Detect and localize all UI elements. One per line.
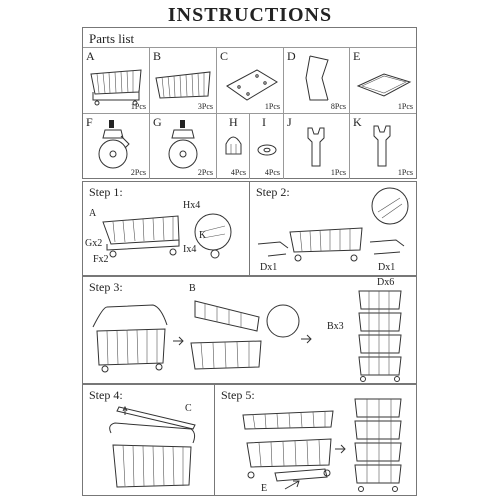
part-letter: F [86, 115, 93, 129]
part-quantity: 2Pcs [197, 168, 213, 177]
callout-washers: Ix4 [183, 244, 197, 255]
callout-connectors: Dx6 [377, 277, 395, 288]
part-quantity: 1Pcs [264, 102, 280, 111]
part-e: E 1Pcs [350, 48, 416, 114]
part-quantity: 1Pcs [397, 168, 413, 177]
caster-wheel-icon [168, 120, 198, 169]
part-letter: C [220, 49, 229, 63]
part-letter: G [153, 115, 162, 129]
callout-top-panel: C [185, 403, 192, 414]
callout-locking-wheels: Fx2 [93, 254, 109, 265]
part-letter: B [153, 49, 162, 63]
callout-baskets: Bx3 [327, 321, 344, 332]
part-letter: E [353, 49, 361, 63]
callout-cap-nuts: Hx4 [183, 200, 201, 211]
step-1-panel: Step 1: A Hx4 Gx2 Fx2 Ix4 K [82, 181, 250, 276]
part-j: J 1Pcs [284, 114, 350, 179]
step-4-panel: Step 4: C [82, 384, 215, 496]
step-2-label: Step 2: [256, 185, 290, 199]
step-3-panel: Step 3: B Dx6 Bx3 [82, 276, 417, 384]
callout-connector-right: Dx1 [378, 262, 396, 273]
top-panel-icon [226, 69, 278, 101]
callout-wrench: K [199, 230, 207, 241]
part-quantity: 1Pcs [397, 102, 413, 111]
part-letter: K [353, 115, 362, 129]
part-letter: D [287, 49, 296, 63]
part-quantity: 3Pcs [197, 102, 213, 111]
part-h: H 4Pcs [217, 114, 250, 179]
part-quantity: 2Pcs [130, 168, 146, 177]
part-f: F 2Pcs [83, 114, 150, 179]
washer-icon [257, 144, 277, 156]
wire-basket-icon [155, 71, 211, 99]
step-1-label: Step 1: [89, 185, 123, 199]
part-quantity: 4Pcs [230, 168, 246, 177]
side-connector-icon [305, 55, 329, 101]
step-5-panel: Step 5: E [214, 384, 417, 496]
wrench-icon [373, 125, 391, 167]
wire-basket-with-frame-icon [90, 69, 142, 106]
part-letter: J [287, 115, 292, 129]
part-d: D 8Pcs [284, 48, 350, 114]
step-2-panel: Step 2: Dx1 Dx1 [249, 181, 417, 276]
part-i: I 4Pcs [250, 114, 284, 179]
locking-caster-wheel-icon [98, 120, 130, 169]
callout-connector-left: Dx1 [260, 262, 278, 273]
step-1-illustration [102, 213, 232, 259]
parts-list-panel: Parts list A 1Pcs B 3Pcs C 1Pcs D 8Pcs [82, 27, 417, 179]
part-a: A 1Pcs [83, 48, 150, 114]
step-3-illustration [92, 290, 402, 382]
step-4-illustration [109, 405, 196, 488]
part-c: C 1Pcs [217, 48, 284, 114]
callout-tray: E [261, 483, 268, 494]
step-5-label: Step 5: [221, 388, 255, 402]
callout-caster-wheels: Gx2 [85, 238, 103, 249]
wrench-icon [307, 127, 325, 167]
parts-list-heading: Parts list [89, 31, 135, 46]
part-quantity: 8Pcs [330, 102, 346, 111]
step-4-label: Step 4: [89, 388, 123, 402]
part-quantity: 1Pcs [130, 102, 146, 111]
part-letter: H [229, 115, 238, 129]
part-letter: I [262, 115, 266, 129]
tray-icon [356, 73, 412, 97]
cap-nut-icon [225, 136, 242, 155]
step-5-illustration [242, 398, 402, 492]
part-quantity: 4Pcs [264, 168, 280, 177]
callout-basket-b: B [189, 283, 196, 294]
part-k: K 1Pcs [350, 114, 416, 179]
page-title: INSTRUCTIONS [167, 4, 333, 26]
part-g: G 2Pcs [150, 114, 217, 179]
part-b: B 3Pcs [150, 48, 217, 114]
part-quantity: 1Pcs [330, 168, 346, 177]
step-2-illustration [257, 187, 409, 262]
step-3-label: Step 3: [89, 280, 123, 294]
part-letter: A [86, 49, 95, 63]
callout-part-a: A [89, 208, 97, 219]
